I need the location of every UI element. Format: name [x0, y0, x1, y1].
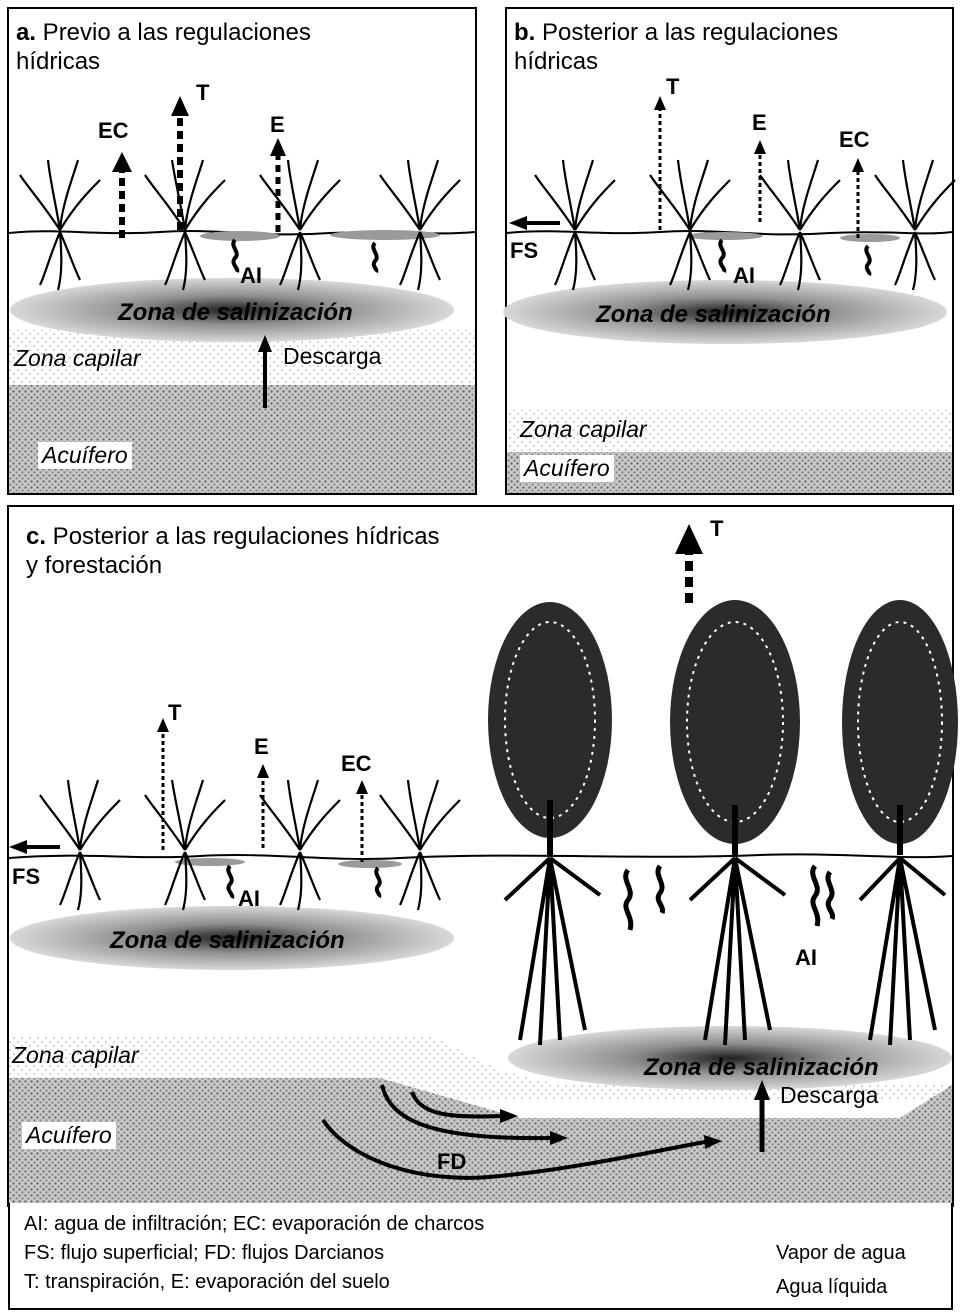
aquifer-label: Acuífero [520, 455, 614, 482]
salinization-label: Zona de salinización [596, 301, 831, 329]
discharge-label: Descarga [780, 1082, 878, 1109]
discharge-label: Descarga [283, 343, 381, 370]
puddle [200, 231, 280, 241]
label-ai: AI [795, 945, 817, 971]
label-fd: FD [437, 1149, 466, 1175]
panel-c-title: c. Posterior a las regulaciones hídricas… [26, 522, 440, 580]
panel-a-title-line1: Previo a las regulaciones [36, 19, 311, 46]
label-ai: AI [733, 263, 755, 289]
legend-liquid-label: Agua líquida [776, 1276, 887, 1299]
panel-c-title-line2: y forestación [26, 552, 162, 579]
capillary-label: Zona capilar [14, 345, 141, 372]
panel-b-title-line2: hídricas [514, 48, 598, 75]
aquifer-a [9, 385, 475, 493]
panel-b-title: b. Posterior a las regulaciones hídricas [514, 18, 838, 76]
panel-b-title-line1: Posterior a las regulaciones [535, 19, 838, 46]
panel-a-title-line2: hídricas [16, 48, 100, 75]
panel-a-letter: a. [16, 19, 36, 46]
legend-line-1: AI: agua de infiltración; EC: evaporació… [24, 1213, 484, 1236]
salinization-label: Zona de salinización [110, 927, 345, 955]
salinization-label: Zona de salinización [644, 1054, 879, 1082]
puddle [840, 234, 900, 242]
label-ai: AI [238, 886, 260, 912]
aquifer-label: Acuífero [38, 442, 132, 469]
panel-b-letter: b. [514, 19, 535, 46]
legend-vapor-label: Vapor de agua [776, 1242, 906, 1265]
label-ai: AI [240, 263, 262, 289]
label-e: E [254, 734, 269, 760]
capillary-label: Zona capilar [12, 1042, 139, 1069]
salinization-label: Zona de salinización [118, 299, 353, 327]
label-e: E [270, 112, 285, 138]
label-fs: FS [510, 238, 538, 264]
label-t: T [196, 80, 209, 106]
legend: AI: agua de infiltración; EC: evaporació… [8, 1203, 953, 1310]
panel-a [8, 8, 476, 494]
label-t: T [666, 74, 679, 100]
puddle [687, 232, 763, 240]
aquifer-label: Acuífero [22, 1122, 116, 1149]
capillary-label: Zona capilar [520, 416, 647, 443]
panel-c-title-line1: Posterior a las regulaciones hídricas [46, 523, 440, 550]
label-t: T [168, 700, 181, 726]
label-ec: EC [839, 127, 870, 153]
legend-line-2: FS: flujo superficial; FD: flujos Darcia… [24, 1242, 384, 1265]
label-e: E [752, 110, 767, 136]
panel-c-letter: c. [26, 523, 46, 550]
legend-line-3: T: transpiración, E: evaporación del sue… [24, 1271, 390, 1294]
label-ec: EC [341, 751, 372, 777]
label-ec: EC [98, 118, 129, 144]
label-t-large: T [710, 516, 723, 542]
label-fs: FS [12, 864, 40, 890]
panel-a-title: a. Previo a las regulaciones hídricas [16, 18, 311, 76]
puddle [338, 860, 402, 868]
